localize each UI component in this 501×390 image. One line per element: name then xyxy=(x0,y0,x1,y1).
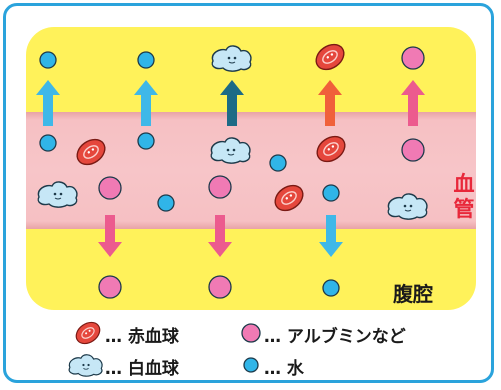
legend-white-blood-cell-label: … 白血球 xyxy=(105,359,179,379)
red-blood-cell xyxy=(310,38,350,76)
arrow-up-water xyxy=(134,80,158,126)
albumin-particle xyxy=(98,275,122,299)
white-blood-cell xyxy=(211,45,252,72)
legend-red-blood-cell-icon xyxy=(71,317,105,349)
red-blood-cell xyxy=(311,130,351,168)
albumin-particle xyxy=(401,138,425,162)
arrow-down-water xyxy=(319,215,343,257)
red-blood-cell xyxy=(71,133,111,171)
legend-water-label: … 水 xyxy=(264,359,304,379)
arrow-up-albumin xyxy=(401,80,425,126)
legend-white-blood-cell-icon xyxy=(68,354,103,377)
red-blood-cell xyxy=(269,179,309,217)
water-particle xyxy=(157,194,175,212)
water-particle xyxy=(322,279,340,297)
water-particle xyxy=(322,184,340,202)
albumin-particle xyxy=(208,175,232,199)
legend-water-icon xyxy=(243,357,259,373)
cavity-label: 腹腔 xyxy=(393,282,433,306)
legend-albumin-icon xyxy=(241,323,261,343)
legend-albumin-label: … アルブミンなど xyxy=(264,327,406,347)
albumin-particle xyxy=(208,275,232,299)
white-blood-cell xyxy=(37,181,78,208)
albumin-particle xyxy=(98,176,122,200)
vessel-label: 血管 xyxy=(453,172,475,221)
arrow-up-water xyxy=(36,80,60,126)
legend-red-blood-cell-label: … 赤血球 xyxy=(105,327,179,347)
water-particle xyxy=(137,132,155,150)
arrow-down-albumin xyxy=(208,215,232,257)
water-particle xyxy=(39,134,57,152)
arrow-up-red-blood-cell xyxy=(318,80,342,126)
white-blood-cell xyxy=(210,137,251,164)
white-blood-cell xyxy=(387,193,428,220)
water-particle xyxy=(269,154,287,172)
water-particle xyxy=(137,51,155,69)
albumin-particle xyxy=(401,46,425,70)
arrow-down-albumin xyxy=(98,215,122,257)
water-particle xyxy=(39,51,57,69)
arrow-up-white-blood-cell xyxy=(220,80,244,126)
